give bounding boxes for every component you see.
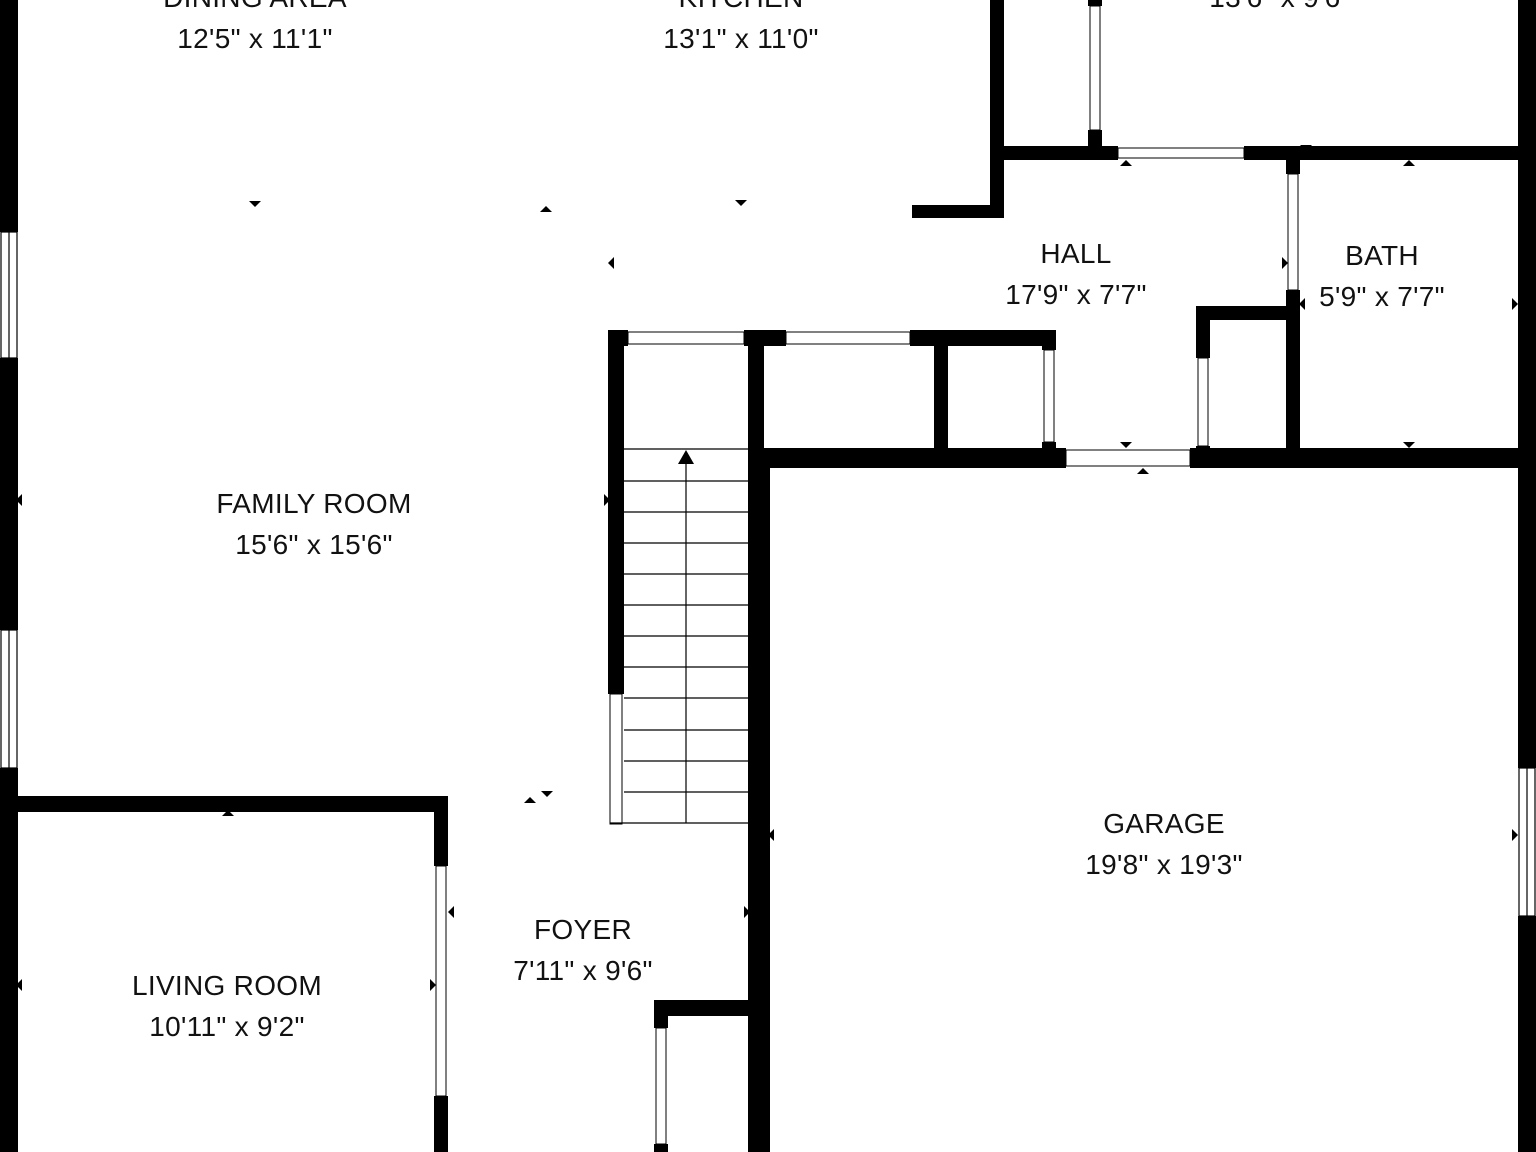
room-name-living: LIVING ROOM bbox=[132, 970, 322, 1001]
room-size-bedroom-top: 13'6" x 9'6" bbox=[1209, 0, 1351, 19]
opening-storage bbox=[785, 331, 911, 345]
door-bedroom-closet bbox=[1089, 5, 1101, 131]
room-size-living: 10'11" x 9'2" bbox=[149, 1010, 305, 1042]
room-size-foyer: 7'11" x 9'6" bbox=[513, 954, 653, 986]
wall-bedroom-bottom-right bbox=[1244, 146, 1536, 160]
wall-left-exterior-mid bbox=[0, 358, 18, 630]
wall-living-right-bottom bbox=[434, 1096, 448, 1152]
room-label-living: LIVING ROOM 10'11" x 9'2" bbox=[132, 966, 322, 1047]
wall-storage-top-right bbox=[910, 330, 1056, 346]
room-label-bedroom-top: 13'6" x 9'6" bbox=[1209, 0, 1351, 19]
wall-garage-top-right bbox=[1190, 448, 1536, 468]
room-name-dining: DINING AREA bbox=[163, 0, 347, 19]
opening-living bbox=[435, 865, 447, 1097]
room-label-foyer: FOYER 7'11" x 9'6" bbox=[513, 910, 653, 991]
wall-storage-right-bottom bbox=[1042, 442, 1056, 450]
room-size-hall: 17'9" x 7'7" bbox=[1005, 278, 1147, 310]
door-bedroom bbox=[1117, 147, 1245, 159]
wall-living-top bbox=[0, 796, 448, 812]
room-label-dining: DINING AREA 12'5" x 11'1" bbox=[163, 0, 347, 59]
door-foyer-closet bbox=[655, 1027, 667, 1145]
wall-kitchen-right bbox=[990, 0, 1004, 218]
room-name-hall: HALL bbox=[1040, 238, 1112, 269]
room-size-kitchen: 13'1" x 11'0" bbox=[663, 22, 819, 54]
wall-stair-left bbox=[608, 330, 624, 694]
wall-bedroom-partition-upper bbox=[1088, 0, 1102, 6]
room-label-hall: HALL 17'9" x 7'7" bbox=[1005, 234, 1147, 315]
room-name-family: FAMILY ROOM bbox=[216, 488, 412, 519]
room-size-bath: 5'9" x 7'7" bbox=[1319, 280, 1445, 312]
wall-storage-right-top bbox=[1042, 330, 1056, 350]
stair-rail bbox=[609, 693, 623, 825]
door-garage bbox=[1065, 449, 1191, 467]
room-label-garage: GARAGE 19'8" x 19'3" bbox=[1085, 804, 1242, 885]
wall-left-exterior-bottom bbox=[0, 768, 18, 1152]
room-name-garage: GARAGE bbox=[1103, 808, 1225, 839]
wall-left-exterior-top bbox=[0, 0, 18, 232]
staircase bbox=[610, 448, 748, 824]
wall-right-exterior-lower bbox=[1518, 916, 1536, 1152]
room-label-kitchen: KITCHEN 13'1" x 11'0" bbox=[663, 0, 818, 59]
room-name-bath: BATH bbox=[1345, 240, 1419, 271]
room-label-bath: BATH 5'9" x 7'7" bbox=[1319, 236, 1445, 317]
wall-stair-top-left bbox=[608, 330, 628, 346]
stair-top-opening bbox=[627, 331, 745, 345]
stair-up-arrow-icon bbox=[678, 450, 694, 464]
room-name-foyer: FOYER bbox=[534, 914, 632, 945]
wall-kitchen-bump bbox=[912, 205, 1004, 218]
door-storage bbox=[1043, 349, 1055, 443]
dimension-markers bbox=[16, 145, 1518, 991]
wall-garage-left bbox=[748, 448, 770, 1152]
wall-foyer-closet-left-top bbox=[654, 1000, 668, 1028]
wall-foyer-closet-left-bottom bbox=[654, 1144, 668, 1152]
room-label-family: FAMILY ROOM 15'6" x 15'6" bbox=[216, 484, 411, 565]
wall-right-exterior-upper bbox=[1518, 0, 1536, 768]
room-size-dining: 12'5" x 11'1" bbox=[177, 22, 333, 54]
room-size-garage: 19'8" x 19'3" bbox=[1085, 848, 1243, 880]
wall-bath-left-top bbox=[1286, 158, 1300, 174]
wall-closet-left-top bbox=[1196, 306, 1210, 358]
wall-living-right-top bbox=[434, 796, 448, 866]
wall-storage-divider bbox=[934, 330, 948, 450]
room-size-family: 15'6" x 15'6" bbox=[235, 528, 393, 560]
door-bath bbox=[1287, 173, 1299, 291]
room-name-kitchen: KITCHEN bbox=[663, 0, 818, 19]
wall-closet-top bbox=[1196, 306, 1300, 320]
wall-bath-left-bottom bbox=[1286, 290, 1300, 460]
wall-garage-top-left bbox=[752, 448, 1066, 468]
door-hall-closet bbox=[1197, 357, 1209, 447]
wall-bedroom-partition-lower bbox=[1088, 130, 1102, 160]
wall-foyer-closet-top bbox=[654, 1000, 764, 1016]
